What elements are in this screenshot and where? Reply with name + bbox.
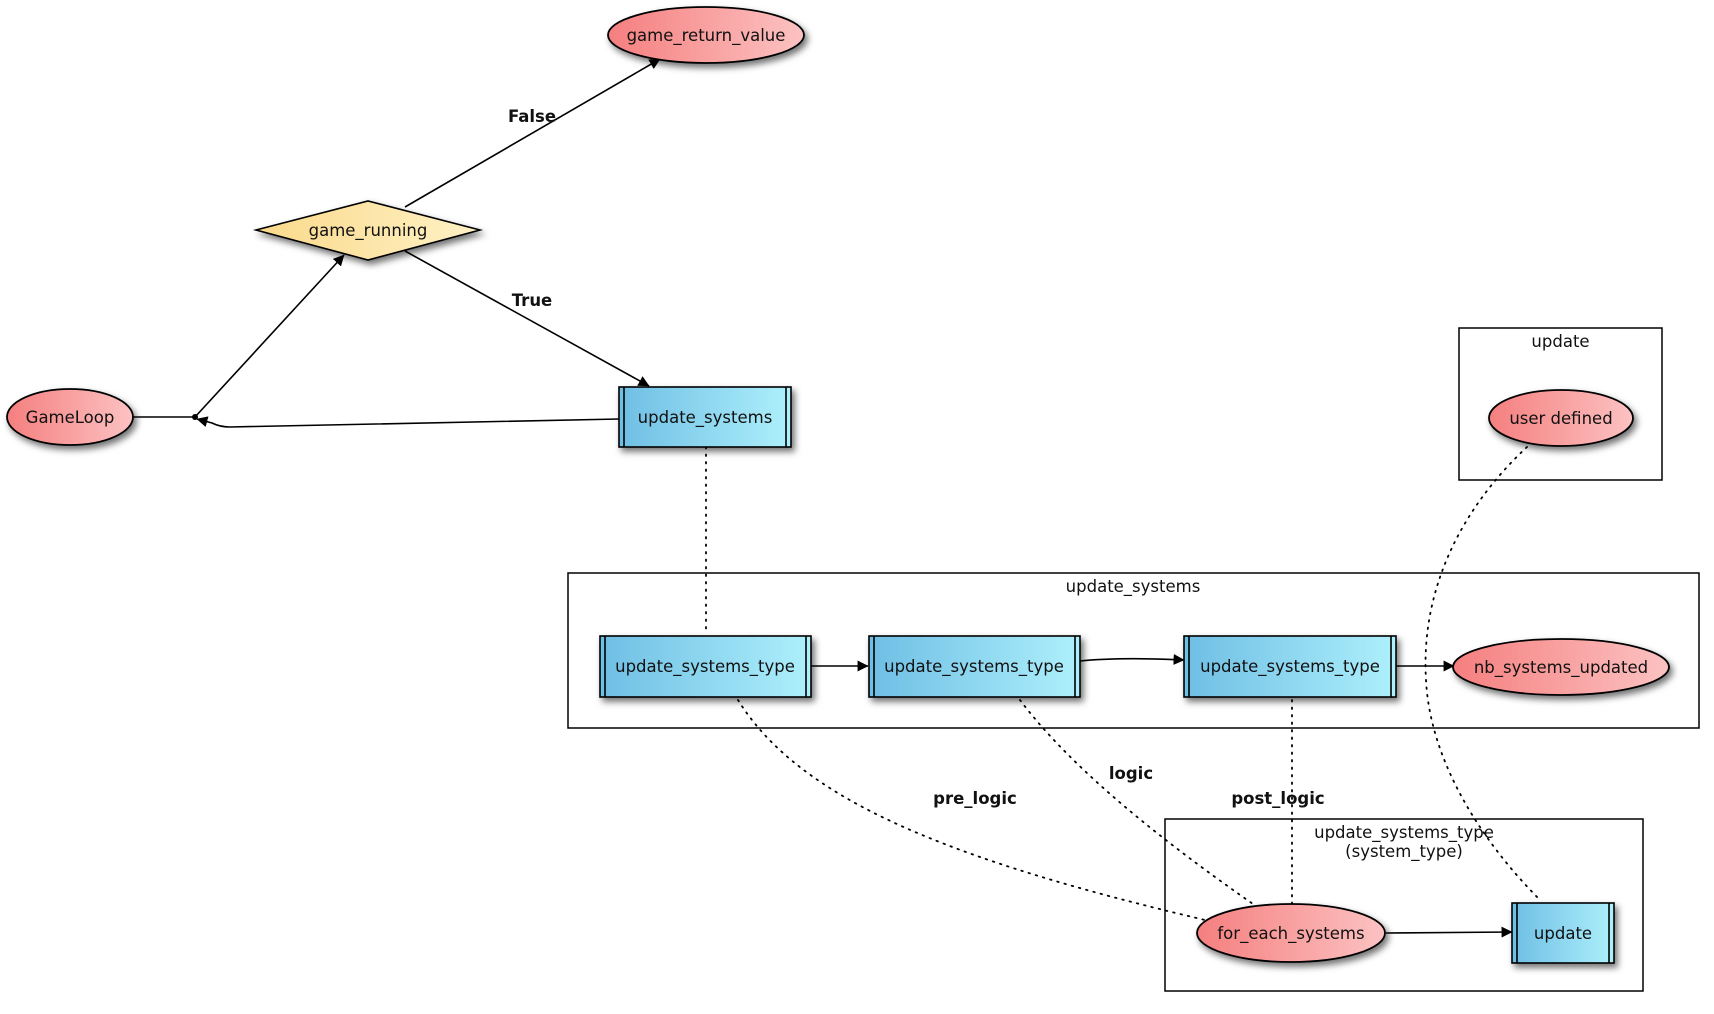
edge-loop-to-running (194, 254, 345, 418)
node-game-return-value[interactable]: game_return_value (607, 6, 805, 64)
edges (131, 58, 1542, 938)
edge-true (404, 250, 650, 387)
cluster-update-systems-type: update_systems_type (system_type) (1164, 818, 1644, 992)
cluster-update-systems-type-label: update_systems_type (1314, 823, 1494, 843)
node-nb-systems-updated-label: nb_systems_updated (1474, 658, 1648, 678)
node-user-defined[interactable]: user defined (1488, 389, 1634, 447)
node-update-systems-type-2-label: update_systems_type (884, 657, 1064, 677)
dotted-logic (1019, 699, 1254, 905)
edge-label-post-logic: post_logic (1231, 789, 1324, 808)
edge-ust2-to-ust3 (1079, 654, 1185, 666)
node-update-systems-type-3-label: update_systems_type (1200, 657, 1380, 677)
edge-label-false: False (508, 107, 556, 126)
edge-label-true: True (512, 291, 553, 310)
node-gameloop[interactable]: GameLoop (6, 388, 134, 446)
node-update-label: update (1534, 924, 1592, 943)
cluster-update-label: update (1531, 332, 1589, 351)
node-update-systems[interactable]: update_systems (618, 386, 792, 448)
cluster-update: update (1458, 327, 1663, 481)
node-for-each-systems[interactable]: for_each_systems (1196, 903, 1386, 963)
node-update-systems-type-1-label: update_systems_type (615, 657, 795, 677)
node-game-running-label: game_running (309, 221, 428, 241)
edge-update-systems-loop-back (196, 416, 620, 428)
node-game-return-value-label: game_return_value (627, 26, 786, 46)
dotted-user-defined-to-update (1424, 446, 1542, 902)
node-user-defined-label: user defined (1509, 409, 1612, 428)
edge-for-each-to-update (1385, 926, 1513, 938)
node-game-running[interactable]: game_running (252, 200, 484, 261)
node-nb-systems-updated[interactable]: nb_systems_updated (1452, 638, 1670, 696)
edge-false (404, 58, 661, 208)
cluster-update-systems: update_systems (567, 572, 1700, 729)
cluster-update-systems-type-sublabel: (system_type) (1345, 842, 1463, 862)
loop-junction-dot (192, 414, 198, 420)
node-update-systems-type-1[interactable]: update_systems_type (599, 635, 812, 698)
node-update[interactable]: update (1511, 902, 1615, 964)
node-update-systems-type-2[interactable]: update_systems_type (868, 635, 1081, 698)
edge-label-pre-logic: pre_logic (933, 789, 1017, 808)
node-update-systems-type-3[interactable]: update_systems_type (1183, 635, 1397, 698)
node-for-each-systems-label: for_each_systems (1217, 924, 1364, 944)
node-update-systems-label: update_systems (638, 408, 773, 428)
node-gameloop-label: GameLoop (26, 408, 115, 427)
cluster-update-systems-label: update_systems (1066, 577, 1201, 597)
dotted-pre-logic (737, 699, 1206, 921)
edge-label-logic: logic (1109, 764, 1153, 783)
